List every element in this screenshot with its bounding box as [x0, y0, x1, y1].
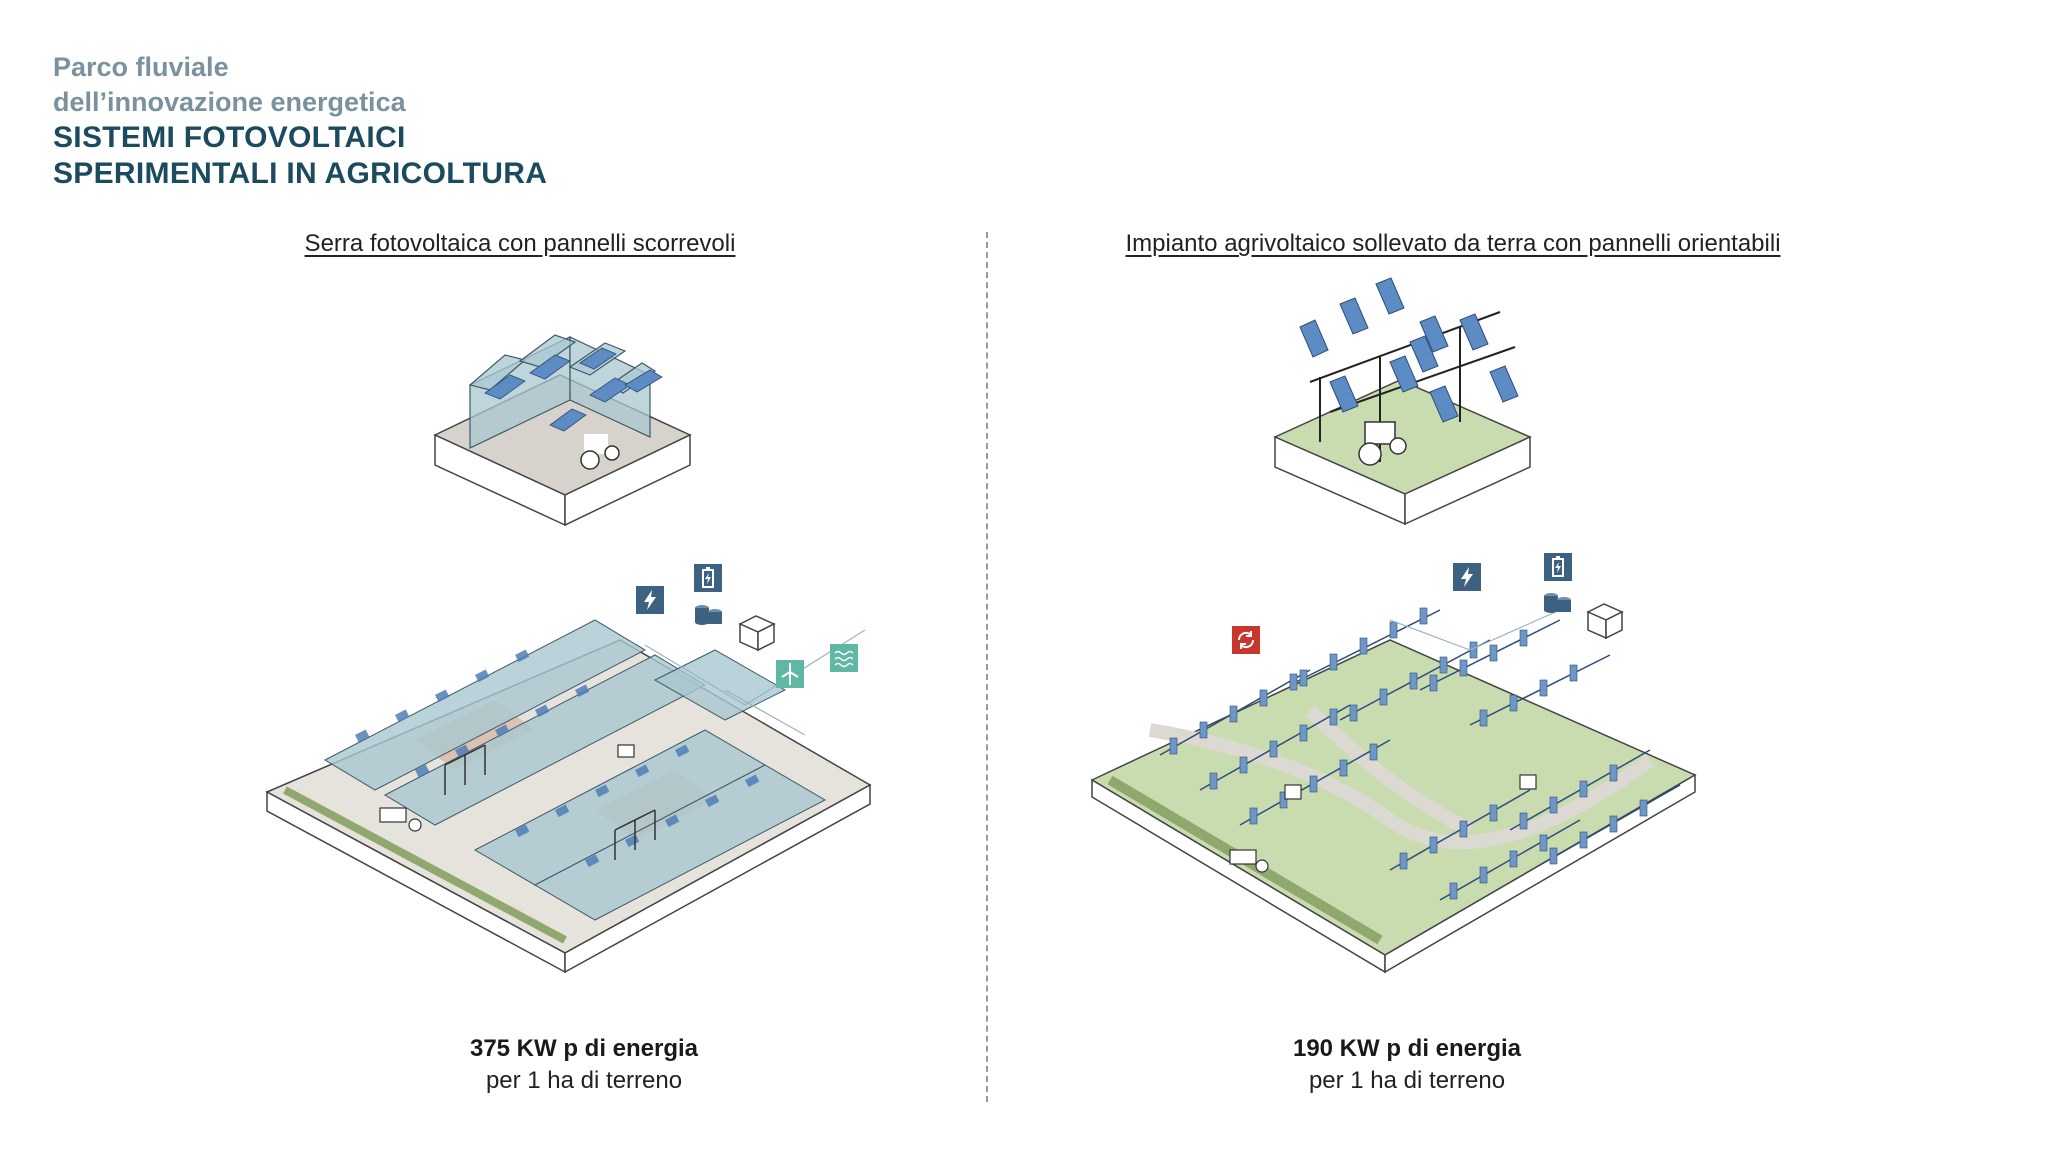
header-title-line1: SISTEMI FOTOVOLTAICI — [53, 121, 406, 154]
battery-icon — [694, 564, 722, 592]
box-icon — [1586, 603, 1624, 640]
water-icon — [830, 644, 858, 672]
agrivoltaic-small-illustration — [1273, 277, 1532, 526]
battery-icon — [1544, 553, 1572, 581]
header-subtitle-line1: Parco fluviale — [53, 52, 229, 82]
header-subtitle-line2: dell’innovazione energetica — [53, 87, 406, 117]
right-energy-stat: 190 KW p di energia per 1 ha di terreno — [1293, 1033, 1521, 1097]
greenhouse-field-illustration — [265, 619, 872, 974]
header-title-line2: SPERIMENTALI IN AGRICOLTURA — [53, 157, 548, 190]
rotate-icon — [1232, 626, 1260, 654]
left-energy-value: 375 KW p di energia — [469, 1035, 699, 1062]
panel-divider — [986, 232, 988, 1102]
storage-tanks-icon — [1544, 593, 1571, 613]
right-panel-title: Impianto agrivoltaico sollevato da terra… — [1125, 230, 1781, 257]
box-icon — [738, 615, 776, 652]
left-energy-area: per 1 ha di terreno — [485, 1067, 683, 1094]
greenhouse-small-illustration — [433, 334, 692, 527]
left-panel-title: Serra fotovoltaica con pannelli scorrevo… — [304, 230, 736, 257]
lightning-icon — [636, 586, 664, 614]
right-energy-area: per 1 ha di terreno — [1308, 1067, 1506, 1094]
lightning-icon — [1453, 563, 1481, 591]
right-energy-value: 190 KW p di energia — [1292, 1035, 1522, 1062]
header: Parco fluviale dell’innovazione energeti… — [53, 50, 547, 192]
wind-turbine-icon — [776, 660, 804, 688]
storage-tanks-icon — [695, 605, 722, 625]
agrivoltaic-field-illustration — [1090, 607, 1697, 974]
left-energy-stat: 375 KW p di energia per 1 ha di terreno — [470, 1033, 698, 1097]
